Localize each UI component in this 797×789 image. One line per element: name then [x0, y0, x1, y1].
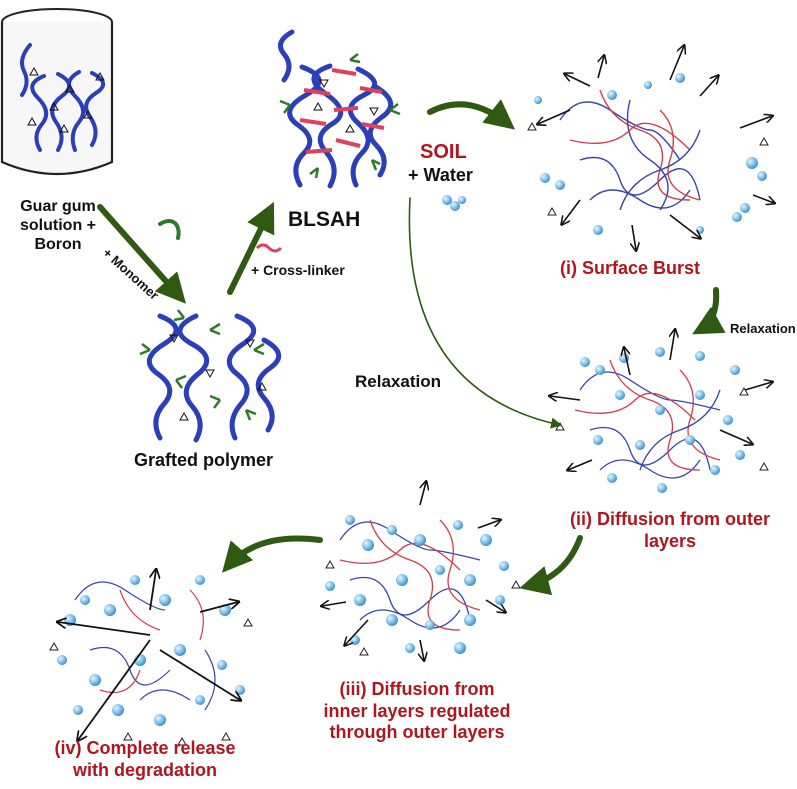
water-droplets	[442, 195, 466, 211]
arrow-outer-to-inner	[519, 535, 583, 596]
label-stage-ii: (ii) Diffusion from outer layers	[570, 509, 770, 551]
label-grafted-polymer: Grafted polymer	[134, 450, 274, 470]
label-blsah: BLSAH	[288, 208, 361, 231]
label-stage-iv: (iv) Complete release with degradation	[54, 738, 236, 780]
arrow-inner-to-complete	[222, 535, 323, 573]
label-stage-iii: (iii) Diffusion from inner layers regula…	[323, 679, 511, 743]
arrow-guar-to-grafted	[97, 204, 186, 304]
monomer-glyph	[158, 219, 181, 240]
label-relaxation-main: Relaxation	[355, 372, 441, 391]
arrow-burst-to-outer	[692, 287, 726, 335]
stage-i-network	[534, 46, 774, 250]
release-markers	[49, 121, 769, 746]
label-soil: SOIL	[420, 141, 467, 163]
stage-iv-network	[57, 570, 245, 740]
stage-iii-network	[322, 482, 509, 660]
cross-linker-glyph	[255, 243, 283, 253]
beaker	[0, 8, 114, 176]
label-stage-i: (i) Surface Burst	[560, 258, 701, 278]
stage-ii-network	[550, 330, 772, 493]
label-cross-linker: + Cross-linker	[251, 262, 345, 278]
arrow-relaxation-main	[408, 197, 563, 429]
label-guar-gum: Guar gum solution + Boron	[20, 198, 96, 254]
process-arrows	[97, 99, 726, 596]
grafted-polymer-chains	[139, 309, 282, 443]
arrow-blsah-to-burst	[427, 99, 516, 130]
blsah-network	[277, 29, 401, 189]
label-relaxation-side: Relaxation	[730, 321, 796, 336]
label-water: + Water	[408, 165, 473, 185]
arrow-grafted-to-blsah	[227, 201, 275, 295]
